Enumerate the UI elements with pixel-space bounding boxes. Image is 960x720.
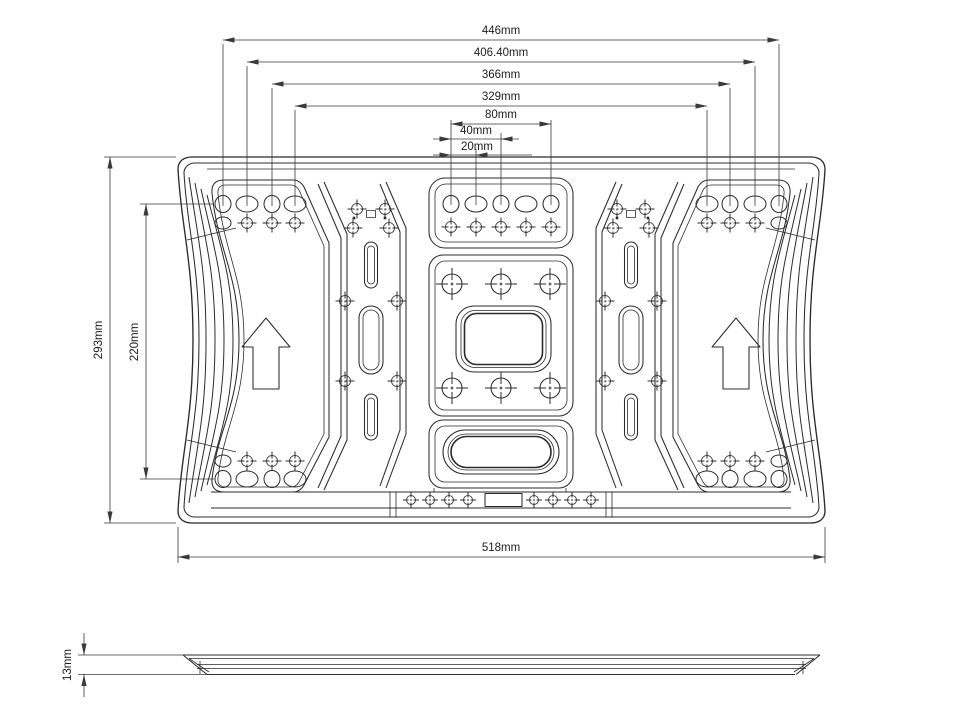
- dimension-40mm: 40mm: [433, 125, 519, 205]
- wing-panel-left: [211, 179, 330, 493]
- wing-left-top-holes: [214, 195, 307, 233]
- wing-left-bottom-holes: [214, 451, 307, 488]
- dimension-label: 13mm: [62, 649, 74, 681]
- wing-panel-right: [672, 179, 791, 493]
- dimension-20mm: 20mm: [433, 141, 532, 205]
- edge-contour-right: [765, 176, 816, 504]
- bottom-strip: [211, 491, 791, 517]
- dimension-13mm: 13mm: [62, 633, 207, 697]
- dimension-label: 406.40mm: [474, 47, 528, 59]
- dimension-329mm: 329mm: [294, 91, 708, 206]
- dimension-366mm: 366mm: [271, 69, 731, 206]
- dimension-label: 40mm: [460, 125, 492, 137]
- front-view: [177, 156, 826, 524]
- dimension-label: 518mm: [482, 542, 520, 554]
- plate-inner-outline: [183, 162, 820, 518]
- dimensions-left: 293mm 220mm: [93, 156, 214, 524]
- dimension-label: 293mm: [93, 321, 105, 359]
- dimension-446mm: 446mm: [222, 25, 780, 206]
- wing-right-top-holes: [695, 195, 788, 233]
- dimension-80mm: 80mm: [450, 109, 552, 205]
- plate-outer-outline: [177, 156, 826, 524]
- arm-right-slots: [618, 241, 644, 441]
- up-arrow-icon: [711, 317, 761, 390]
- dimension-293mm: 293mm: [93, 156, 176, 524]
- dimension-label: 446mm: [482, 25, 520, 37]
- center-mount-plate: [428, 254, 574, 417]
- lower-center-tab: [428, 419, 574, 492]
- side-profile-view: 13mm: [62, 633, 821, 697]
- wing-right-bottom-holes: [695, 451, 788, 488]
- up-arrow-icon: [241, 317, 291, 390]
- lower-opening: [442, 429, 560, 475]
- strip-screw-holes: [402, 491, 600, 509]
- dimension-label: 80mm: [485, 109, 517, 121]
- arm-left-top-marks: [343, 199, 399, 238]
- dimension-220mm: 220mm: [129, 203, 214, 480]
- strip-label-rect: [484, 492, 523, 508]
- arm-left: [317, 181, 407, 491]
- arm-right-top-marks: [603, 199, 659, 238]
- edge-contour-left: [186, 176, 237, 504]
- dimension-label: 20mm: [461, 141, 493, 153]
- dimensions-top: 446mm 406.40mm 366mm 329mm 80mm 40mm: [222, 25, 780, 206]
- dimension-406mm: 406.40mm: [246, 47, 756, 206]
- dimension-518mm: 518mm: [177, 527, 826, 563]
- dimension-label: 329mm: [482, 91, 520, 103]
- arm-left-slots: [358, 241, 384, 441]
- center-opening: [455, 305, 552, 373]
- arm-right: [595, 181, 685, 491]
- dimension-label: 220mm: [129, 323, 141, 361]
- profile-body: [182, 654, 821, 676]
- dimension-label: 366mm: [482, 69, 520, 81]
